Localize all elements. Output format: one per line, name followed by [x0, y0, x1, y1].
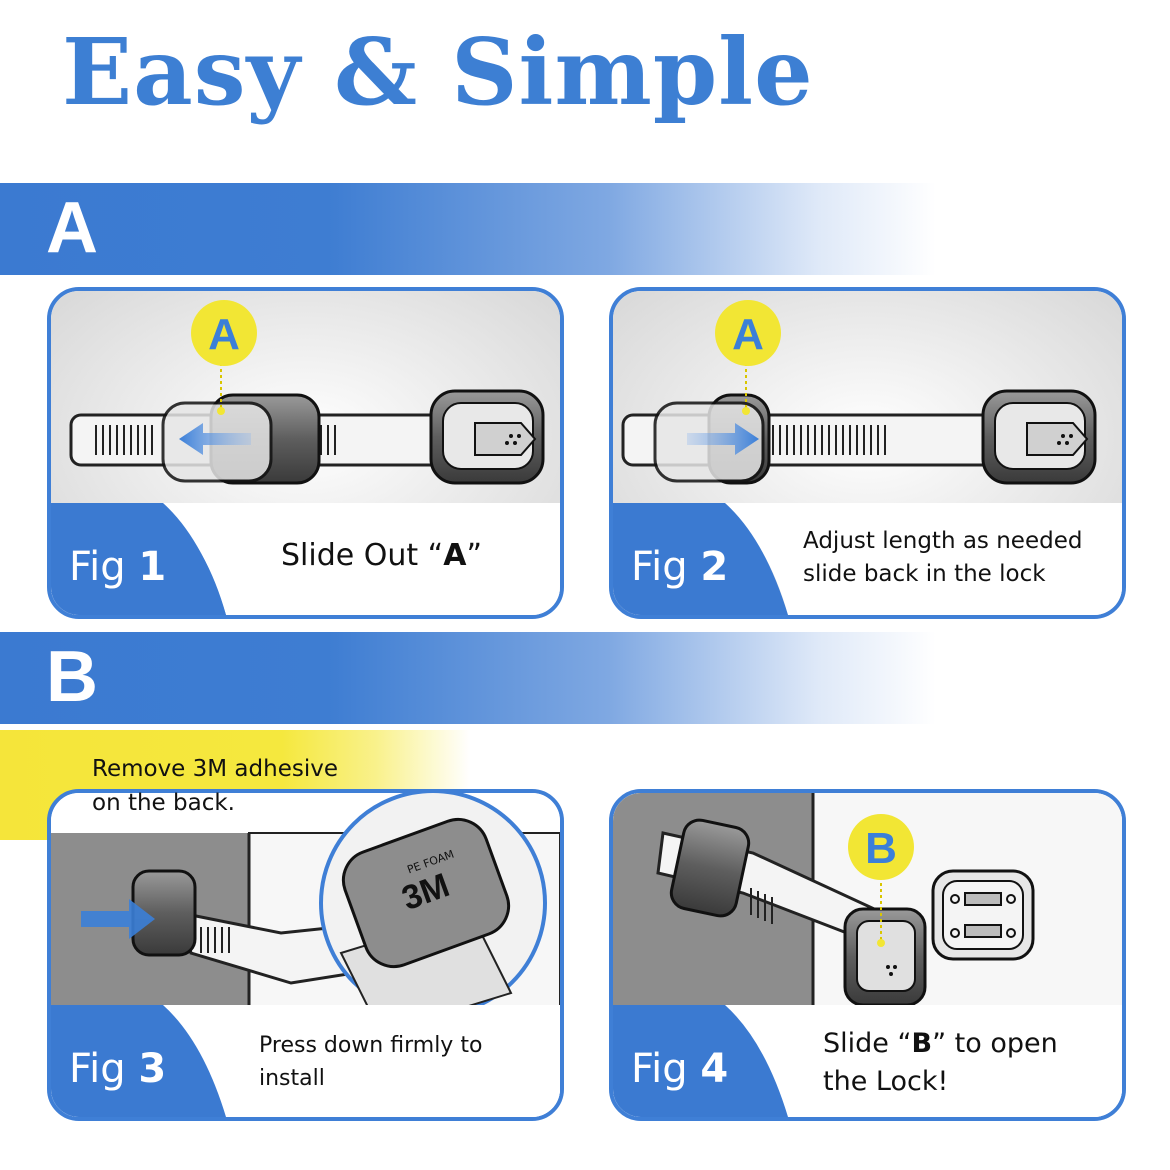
fig-2-label: Fig 2 [631, 544, 729, 590]
page-title: Easy & Simple [62, 18, 814, 126]
section-b-band: B [0, 632, 1170, 724]
fig-1-caption: Fig 1 Slide Out “A” [51, 503, 560, 615]
fig-4-panel: B Fig 4 Slide “B” to open the Lock! [609, 789, 1126, 1121]
marker-a: A [208, 310, 240, 359]
marker-b: B [865, 824, 897, 873]
marker-a: A [732, 310, 764, 359]
section-a-band: A [0, 183, 1170, 275]
section-b-letter: B [46, 637, 98, 717]
fig-4-caption: Fig 4 Slide “B” to open the Lock! [613, 1005, 1122, 1117]
section-a-letter: A [46, 188, 98, 268]
fig-1-text: Slide Out “A” [281, 538, 482, 573]
fig-1-panel: A Fig 1 Slide Out “A” [47, 287, 564, 619]
fig-3-label: Fig 3 [69, 1046, 167, 1092]
fig-4-text: Slide “B” to open the Lock! [823, 1028, 1058, 1097]
fig-4-label: Fig 4 [631, 1046, 729, 1092]
fig-1-label: Fig 1 [69, 544, 167, 590]
